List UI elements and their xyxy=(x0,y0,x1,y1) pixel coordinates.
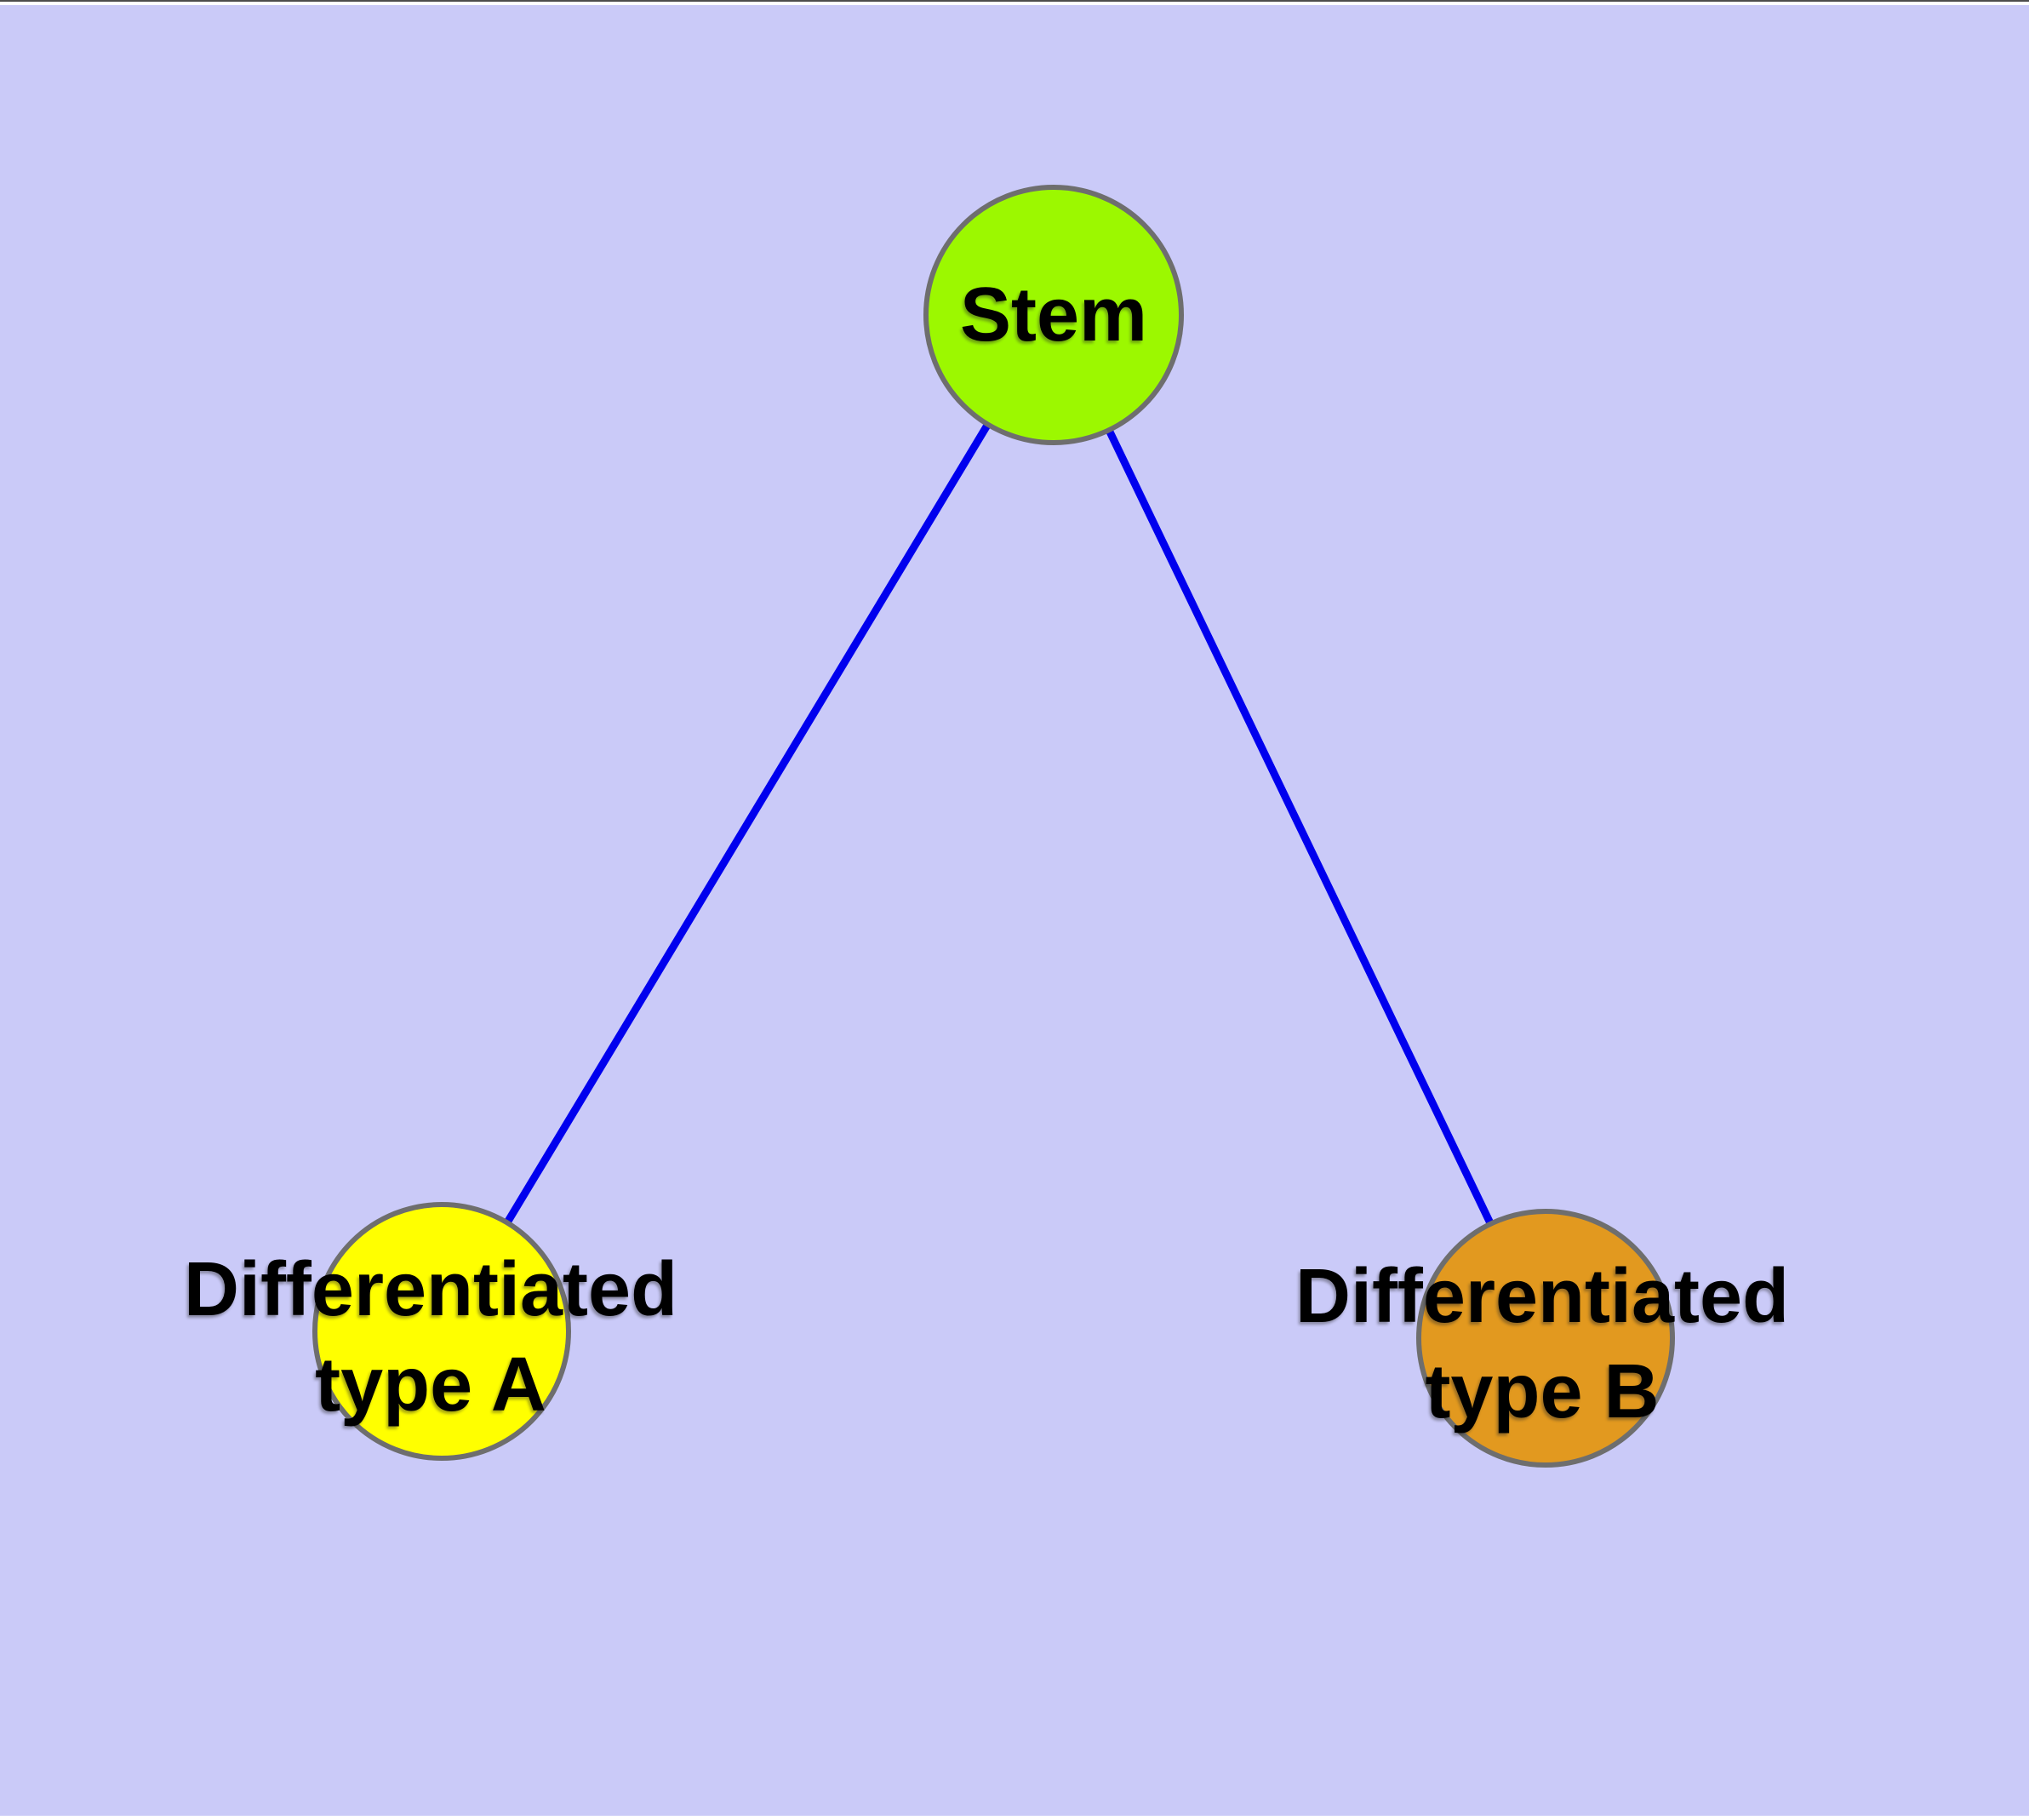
diagram-canvas: Stem Differentiated type A Differentiate… xyxy=(0,5,2029,1816)
node-differentiated-type-b-circle xyxy=(1416,1209,1675,1468)
graph-svg xyxy=(312,185,1675,1468)
node-stem-circle xyxy=(923,185,1184,445)
edge-stem-to-type-a xyxy=(437,311,1058,1336)
node-differentiated-type-a-circle xyxy=(312,1202,571,1461)
window-top-hairline xyxy=(0,0,2029,2)
edge-stem-to-type-b xyxy=(1049,311,1550,1342)
